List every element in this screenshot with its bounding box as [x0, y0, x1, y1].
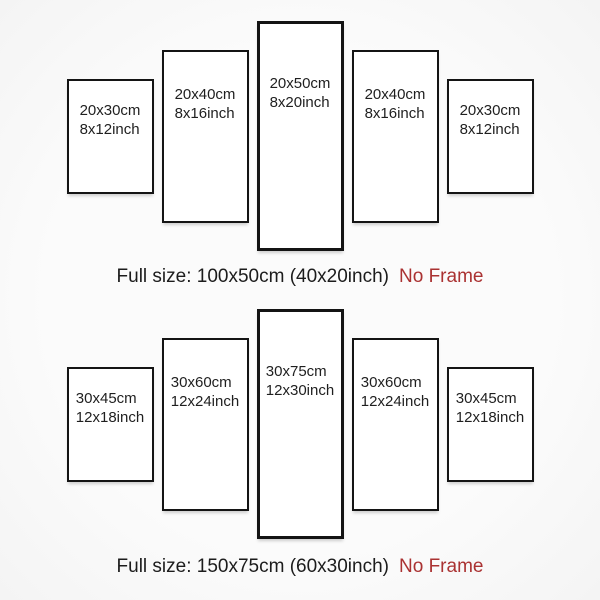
size-inch: 12x24inch	[360, 392, 430, 410]
size-cm: 30x45cm	[455, 389, 517, 407]
size-cm: 20x30cm	[79, 101, 141, 119]
panel-size-label: 20x30cm 8x12inch	[460, 101, 521, 139]
size-inch: 8x12inch	[459, 120, 520, 138]
size-panel-20x30-right: 20x30cm 8x12inch	[446, 78, 534, 194]
no-frame-text: No Frame	[399, 266, 484, 287]
panel-size-label: 30x60cm 12x24inch	[361, 373, 429, 411]
size-inch: 12x30inch	[265, 382, 335, 399]
size-inch: 12x18inch	[455, 408, 525, 426]
size-cm: 20x40cm	[174, 85, 236, 103]
size-cm: 30x75cm	[265, 363, 327, 380]
size-inch: 12x18inch	[75, 408, 145, 426]
size-panel-20x30-left: 20x30cm 8x12inch	[66, 78, 154, 194]
panel-size-label: 30x75cm 12x30inch	[266, 362, 334, 400]
size-cm: 20x50cm	[269, 75, 331, 92]
size-panel-20x40-left: 20x40cm 8x16inch	[161, 49, 249, 223]
no-frame-text: No Frame	[399, 556, 484, 577]
size-panel-30x60-left: 30x60cm 12x24inch	[161, 337, 249, 511]
size-panel-30x75-center: 30x75cm 12x30inch	[256, 309, 344, 539]
panel-group-top: 20x30cm 8x12inch 20x40cm 8x16inch 20x50c…	[0, 21, 600, 251]
size-panel-30x45-left: 30x45cm 12x18inch	[66, 366, 154, 482]
size-cm: 30x45cm	[75, 389, 137, 407]
full-size-caption-top: Full size: 100x50cm (40x20inch) No Frame	[0, 266, 600, 288]
panel-size-label: 20x40cm 8x16inch	[175, 85, 236, 123]
size-cm: 20x40cm	[364, 85, 426, 103]
size-inch: 12x24inch	[170, 392, 240, 410]
size-cm: 20x30cm	[459, 101, 521, 119]
size-panel-30x60-right: 30x60cm 12x24inch	[351, 337, 439, 511]
size-panel-20x40-right: 20x40cm 8x16inch	[351, 49, 439, 223]
size-inch: 8x16inch	[364, 104, 425, 122]
panel-size-label: 30x45cm 12x18inch	[456, 389, 524, 427]
size-cm: 30x60cm	[170, 373, 232, 391]
panel-size-label: 20x50cm 8x20inch	[270, 74, 331, 112]
full-size-caption-bottom: Full size: 150x75cm (60x30inch) No Frame	[0, 556, 600, 578]
size-cm: 30x60cm	[360, 373, 422, 391]
size-panel-20x50-center: 20x50cm 8x20inch	[256, 21, 344, 251]
size-inch: 8x16inch	[174, 104, 235, 122]
full-size-text: Full size: 150x75cm (60x30inch)	[116, 556, 389, 577]
panel-size-label: 30x45cm 12x18inch	[76, 389, 144, 427]
panel-size-label: 30x60cm 12x24inch	[171, 373, 239, 411]
size-inch: 8x12inch	[79, 120, 140, 138]
size-inch: 8x20inch	[269, 94, 330, 111]
size-panel-30x45-right: 30x45cm 12x18inch	[446, 366, 534, 482]
panel-size-label: 20x40cm 8x16inch	[365, 85, 426, 123]
full-size-text: Full size: 100x50cm (40x20inch)	[116, 266, 389, 287]
panel-size-label: 20x30cm 8x12inch	[80, 101, 141, 139]
panel-group-bottom: 30x45cm 12x18inch 30x60cm 12x24inch 30x7…	[0, 309, 600, 539]
